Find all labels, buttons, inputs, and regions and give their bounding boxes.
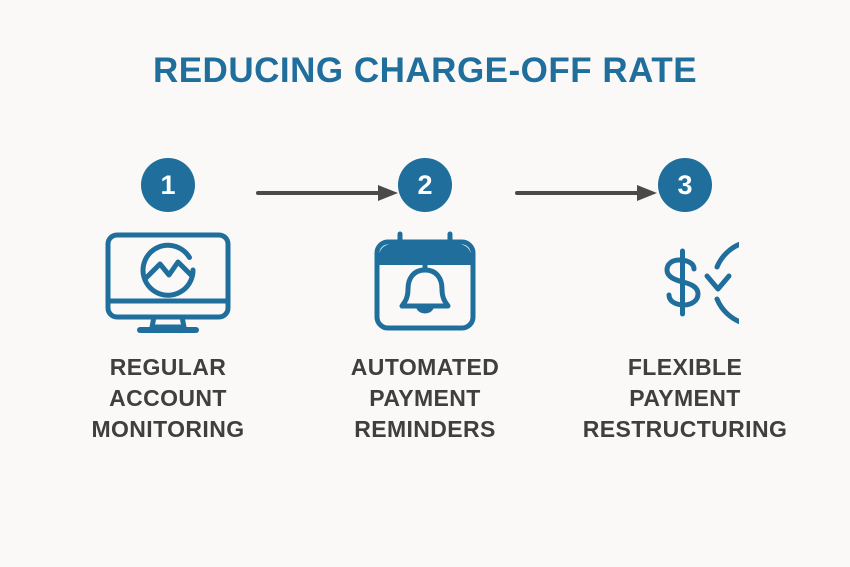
calendar-bell-icon [374, 231, 476, 331]
arrow-step1-to-step2 [256, 185, 398, 201]
step-icon-2-wrap [369, 230, 481, 336]
step-item-3[interactable]: 3 FLEXIBLE PAYMENT RESTRUCTURING [565, 158, 805, 445]
step-label-1: REGULAR ACCOUNT MONITORING [91, 354, 245, 442]
step-number-badge-3: 3 [658, 158, 712, 212]
step-item-1[interactable]: 1 REGULAR ACCOUNT MONITORING [48, 158, 288, 445]
monitor-analytics-icon [105, 232, 231, 333]
arrow-step2-to-step3 [515, 185, 657, 201]
step-item-2[interactable]: 2 AUTOMATED PAYME [305, 158, 545, 445]
step-label-3: FLEXIBLE PAYMENT RESTRUCTURING [582, 354, 788, 442]
dollar-refresh-icon [664, 241, 739, 325]
step-icon-3-wrap [631, 230, 739, 336]
page-title: REDUCING CHARGE-OFF RATE [152, 51, 698, 90]
steps-row: 1 REGULAR ACCOUNT MONITORING [0, 158, 850, 468]
step-number-badge-2: 2 [398, 158, 452, 212]
step-label-2: AUTOMATED PAYMENT REMINDERS [350, 354, 500, 442]
step-number-badge-1: 1 [141, 158, 195, 212]
step-icon-1-wrap [102, 230, 234, 336]
